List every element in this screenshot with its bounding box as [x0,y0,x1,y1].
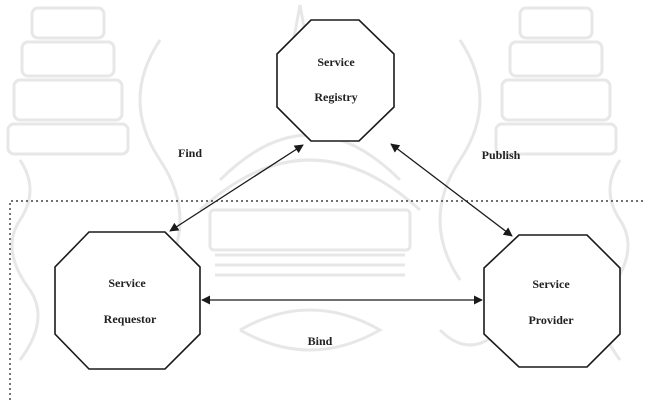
requestor-label-line1: Service [108,276,146,290]
service-requestor-node [54,231,201,370]
bind-label: Bind [308,334,333,348]
publish-label: Publish [482,148,521,162]
watermark-left-tower [6,6,130,361]
publish-connector [390,143,513,237]
registry-label-line2: Registry [314,90,357,104]
find-connector [169,144,304,232]
provider-label-line1: Service [532,277,570,291]
requestor-label-line2: Requestor [104,312,157,326]
service-registry-node [276,19,395,142]
dotted-boundary [9,200,646,400]
find-label: Find [178,146,202,160]
registry-label-line1: Service [317,55,355,69]
provider-label-line2: Provider [528,313,574,327]
service-provider-node [483,234,621,368]
